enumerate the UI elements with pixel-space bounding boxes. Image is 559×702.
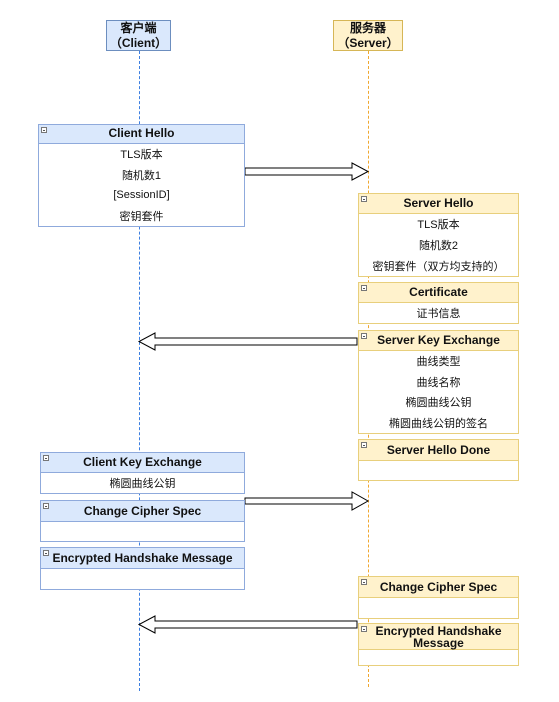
client-key-exchange-box: Client Key Exchange 椭圆曲线公钥: [40, 452, 245, 494]
client-lifeline: [139, 51, 140, 691]
list-item: 曲线名称: [416, 376, 461, 389]
collapse-icon: [361, 333, 367, 339]
client-subtitle: （Client）: [109, 35, 168, 50]
server-hello-box: Server Hello TLS版本 随机数2 密钥套件（双方均支持的）: [358, 193, 519, 277]
client-hello-title: Client Hello: [39, 125, 244, 144]
list-item: 密钥套件: [119, 210, 164, 223]
server-key-exchange-title: Server Key Exchange: [359, 331, 518, 351]
collapse-icon: [361, 285, 367, 291]
client-title: 客户端: [120, 20, 157, 35]
change-cipher-spec-client-box: Change Cipher Spec: [40, 500, 245, 542]
list-item: TLS版本: [120, 148, 163, 161]
list-item: 证书信息: [416, 307, 461, 320]
server-hello-done-box: Server Hello Done: [358, 439, 519, 481]
certificate-title: Certificate: [359, 283, 518, 303]
collapse-icon: [41, 127, 47, 133]
list-item: 曲线类型: [416, 355, 461, 368]
certificate-box: Certificate 证书信息: [358, 282, 519, 324]
arrow-client-to-server-2: [244, 491, 370, 511]
collapse-icon: [361, 442, 367, 448]
change-cipher-spec-client-title: Change Cipher Spec: [41, 501, 244, 522]
encrypted-handshake-server-box: Encrypted Handshake Message: [358, 623, 519, 666]
server-hello-done-title: Server Hello Done: [359, 440, 518, 461]
collapse-icon: [43, 455, 49, 461]
server-subtitle: （Server）: [337, 35, 399, 50]
server-title: 服务器: [349, 20, 386, 35]
collapse-icon: [43, 503, 49, 509]
change-cipher-spec-server-title: Change Cipher Spec: [359, 577, 518, 598]
list-item: 密钥套件（双方均支持的）: [372, 260, 505, 273]
collapse-icon: [43, 550, 49, 556]
change-cipher-spec-server-box: Change Cipher Spec: [358, 576, 519, 619]
server-lifeline-header: 服务器 （Server）: [333, 20, 403, 51]
collapse-icon: [361, 626, 367, 632]
list-item: 椭圆曲线公钥: [405, 397, 472, 410]
list-item: TLS版本: [417, 219, 460, 232]
collapse-icon: [361, 579, 367, 585]
encrypted-handshake-client-title: Encrypted Handshake Message: [41, 548, 244, 569]
server-key-exchange-box: Server Key Exchange 曲线类型 曲线名称 椭圆曲线公钥 椭圆曲…: [358, 330, 519, 434]
client-lifeline-header: 客户端 （Client）: [106, 20, 171, 51]
list-item: 随机数1: [121, 169, 162, 182]
client-key-exchange-title: Client Key Exchange: [41, 453, 244, 473]
arrow-server-to-client-2: [137, 615, 358, 634]
arrow-client-hello: [244, 162, 370, 181]
list-item: [SessionID]: [113, 189, 170, 202]
list-item: 随机数2: [418, 239, 459, 252]
server-hello-title: Server Hello: [359, 194, 518, 214]
list-item: 椭圆曲线公钥: [109, 477, 176, 490]
encrypted-handshake-client-box: Encrypted Handshake Message: [40, 547, 245, 590]
client-hello-box: Client Hello TLS版本 随机数1 [SessionID] 密钥套件: [38, 124, 245, 227]
list-item: 椭圆曲线公钥的签名: [389, 417, 488, 430]
arrow-server-to-client-1: [137, 332, 358, 351]
collapse-icon: [361, 196, 367, 202]
encrypted-handshake-server-title: Encrypted Handshake Message: [359, 624, 518, 650]
